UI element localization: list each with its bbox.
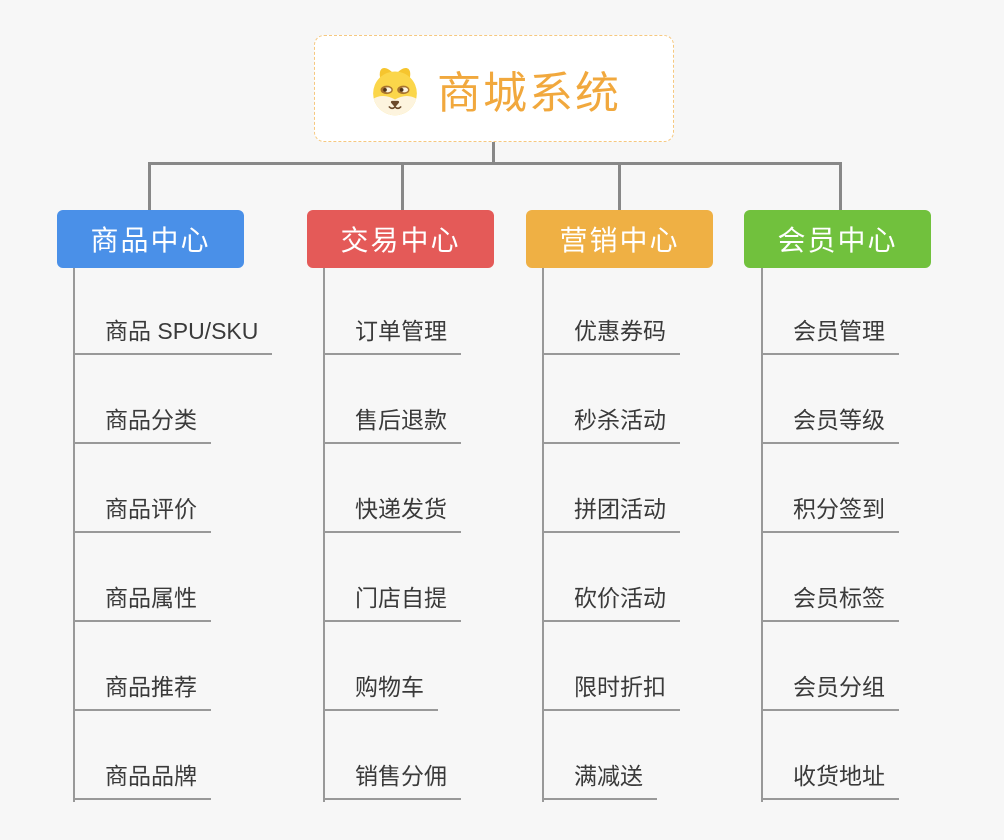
branch-label: 营销中心 bbox=[559, 225, 680, 256]
column-trunk-line bbox=[542, 268, 544, 802]
leaf-item[interactable]: 会员等级 bbox=[761, 401, 899, 444]
leaf-item[interactable]: 商品推荐 bbox=[73, 668, 211, 711]
leaf-item[interactable]: 订单管理 bbox=[323, 312, 461, 355]
branch-node-product-center[interactable]: 商品中心 bbox=[57, 210, 244, 268]
branch-label: 商品中心 bbox=[90, 225, 211, 256]
leaf-item[interactable]: 门店自提 bbox=[323, 579, 461, 622]
leaf-item[interactable]: 快递发货 bbox=[323, 490, 461, 533]
leaf-item[interactable]: 商品属性 bbox=[73, 579, 211, 622]
branch-node-trade-center[interactable]: 交易中心 bbox=[307, 210, 494, 268]
leaf-item[interactable]: 会员标签 bbox=[761, 579, 899, 622]
branch-node-member-center[interactable]: 会员中心 bbox=[744, 210, 931, 268]
connector-drop-product bbox=[148, 162, 151, 210]
leaf-column-marketing: 优惠券码 秒杀活动 拼团活动 砍价活动 限时折扣 满减送 bbox=[542, 268, 787, 800]
branch-label: 会员中心 bbox=[777, 225, 898, 256]
leaf-column-product: 商品 SPU/SKU 商品分类 商品评价 商品属性 商品推荐 商品品牌 bbox=[73, 268, 318, 800]
leaf-item[interactable]: 销售分佣 bbox=[323, 757, 461, 800]
leaf-item[interactable]: 会员分组 bbox=[761, 668, 899, 711]
leaf-item[interactable]: 商品品牌 bbox=[73, 757, 211, 800]
leaf-item[interactable]: 商品评价 bbox=[73, 490, 211, 533]
root-title: 商城系统 bbox=[437, 68, 621, 118]
leaf-item[interactable]: 限时折扣 bbox=[542, 668, 680, 711]
leaf-item[interactable]: 优惠券码 bbox=[542, 312, 680, 355]
leaf-item[interactable]: 商品分类 bbox=[73, 401, 211, 444]
connector-drop-marketing bbox=[618, 162, 621, 210]
leaf-item[interactable]: 商品 SPU/SKU bbox=[73, 312, 273, 355]
leaf-item[interactable]: 积分签到 bbox=[761, 490, 899, 533]
leaf-column-trade: 订单管理 售后退款 快递发货 门店自提 购物车 销售分佣 bbox=[323, 268, 568, 800]
connector-drop-trade bbox=[401, 162, 404, 210]
leaf-item[interactable]: 售后退款 bbox=[323, 401, 461, 444]
leaf-item[interactable]: 会员管理 bbox=[761, 312, 899, 355]
leaf-item[interactable]: 收货地址 bbox=[761, 757, 899, 800]
column-trunk-line bbox=[73, 268, 75, 802]
branch-label: 交易中心 bbox=[340, 225, 461, 256]
leaf-item[interactable]: 秒杀活动 bbox=[542, 401, 680, 444]
dog-face-icon bbox=[367, 61, 423, 117]
leaf-column-member: 会员管理 会员等级 积分签到 会员标签 会员分组 收货地址 bbox=[761, 268, 1004, 800]
branch-node-marketing-center[interactable]: 营销中心 bbox=[526, 210, 713, 268]
leaf-item[interactable]: 满减送 bbox=[542, 757, 657, 800]
column-trunk-line bbox=[323, 268, 325, 802]
column-trunk-line bbox=[761, 268, 763, 802]
leaf-item[interactable]: 购物车 bbox=[323, 668, 438, 711]
leaf-item[interactable]: 拼团活动 bbox=[542, 490, 680, 533]
leaf-item[interactable]: 砍价活动 bbox=[542, 579, 680, 622]
connector-root-stub bbox=[492, 141, 495, 164]
connector-bus bbox=[148, 162, 842, 165]
connector-drop-member bbox=[839, 162, 842, 210]
root-node-mall-system[interactable]: 商城系统 bbox=[314, 35, 674, 142]
